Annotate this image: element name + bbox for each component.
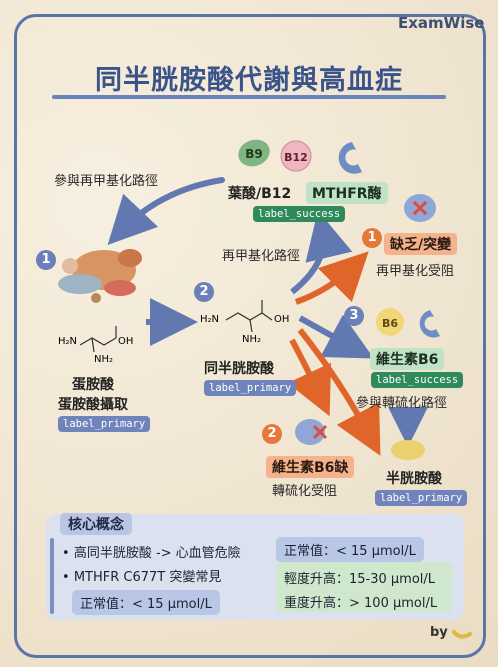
- homocysteine-name: 同半胱胺酸: [204, 361, 274, 377]
- b6-success-pill: label_success: [371, 372, 464, 388]
- cysteine-molecule-icon: [391, 440, 425, 460]
- normal-value-left: 正常值：< 15 μmol/L: [72, 590, 220, 615]
- food-illustration-icon: [58, 249, 142, 303]
- remethylation-blocked-label: 再甲基化受阻: [376, 264, 455, 279]
- elevation-ranges-box: [276, 562, 452, 612]
- svg-text:B6: B6: [382, 317, 398, 330]
- methionine-name: 蛋胺酸: [72, 377, 114, 393]
- b6-deficiency-tag: 維生素B6缺: [266, 456, 355, 478]
- mild-elevation: 輕度升高：15-30 μmol/L: [284, 572, 436, 587]
- vitamin-b6-tag: 維生素B6: [370, 348, 445, 370]
- banana-icon: [452, 630, 472, 639]
- branch2-number: 2: [262, 424, 282, 444]
- arrow-to-b6: [298, 314, 374, 359]
- normal-value-right: 正常值：< 15 μmol/L: [276, 537, 424, 562]
- severe-elevation: 重度升高：> 100 μmol/L: [284, 596, 438, 611]
- arrow-orange-to-cysteine: [297, 328, 381, 456]
- homocysteine-oh: OH: [274, 314, 290, 325]
- b6-enzyme-icon: [419, 310, 440, 338]
- arrow-orange-branch2: [287, 338, 332, 417]
- remethylation-participation-label: 參與再甲基化路徑: [54, 174, 159, 189]
- methionine-nh2: NH₂: [94, 354, 114, 365]
- branch1-number: 1: [362, 228, 382, 248]
- homocysteine-h2n: H₂N: [200, 314, 220, 325]
- b9-leaf-icon: B9: [238, 139, 270, 167]
- folate-success-pill: label_success: [253, 206, 346, 222]
- cysteine-name: 半胱胺酸: [386, 471, 442, 487]
- svg-text:B9: B9: [245, 147, 263, 161]
- core-bullet-1-text: 高同半胱胺酸 -> 心血管危險: [73, 546, 241, 561]
- arrow-remethylation-return: [107, 177, 225, 246]
- mthfr-enzyme-icon: [338, 142, 362, 174]
- blocked-x-icon-1: [404, 194, 436, 222]
- core-bullet-2-text: MTHFR C677T 突變常見: [73, 570, 222, 585]
- homocysteine-nh2: NH₂: [242, 334, 262, 345]
- arrow-orange-branch1: [294, 251, 369, 305]
- branch3-number: 3: [344, 306, 364, 326]
- homocysteine-structure-icon: [225, 300, 273, 333]
- title-underline: [52, 95, 446, 99]
- border-frame: [14, 14, 486, 658]
- core-bullet-1: • 高同半胱胺酸 -> 心血管危險: [62, 546, 241, 561]
- methionine-primary-pill: label_primary: [58, 416, 151, 432]
- brand-logo: ExamWise: [398, 14, 485, 32]
- byline: by: [430, 625, 448, 640]
- core-accent-bar: [50, 538, 54, 614]
- step1-number: 1: [36, 250, 56, 270]
- deficiency-mutation-tag: 缺乏/突變: [384, 233, 458, 255]
- page-title: 同半胱胺酸代謝與高血症: [95, 65, 403, 96]
- b12-circle-icon: B12: [280, 140, 312, 172]
- transsulfuration-participation-label: 參與轉硫化路徑: [356, 396, 448, 411]
- homocysteine-primary-pill: label_primary: [204, 380, 297, 396]
- methionine-h2n: H₂N: [58, 336, 78, 347]
- core-concept-heading: 核心概念: [60, 513, 132, 535]
- methionine-intake: 蛋胺酸攝取: [58, 397, 128, 413]
- core-bullet-2: • MTHFR C677T 突變常見: [62, 570, 222, 585]
- folate-b12-label: 葉酸/B12: [228, 186, 292, 202]
- cysteine-primary-pill: label_primary: [375, 490, 468, 506]
- mthfr-enzyme-tag: MTHFR酶: [306, 182, 388, 204]
- remethylation-path-label: 再甲基化路徑: [222, 249, 301, 264]
- blocked-x-icon-2: [295, 419, 328, 445]
- step2-number: 2: [194, 282, 214, 302]
- methionine-structure-icon: [79, 326, 117, 353]
- b6-circle-icon: B6: [376, 308, 404, 336]
- svg-text:B12: B12: [284, 151, 308, 164]
- transsulfuration-blocked-label: 轉硫化受阻: [272, 484, 338, 499]
- methionine-oh: OH: [118, 336, 134, 347]
